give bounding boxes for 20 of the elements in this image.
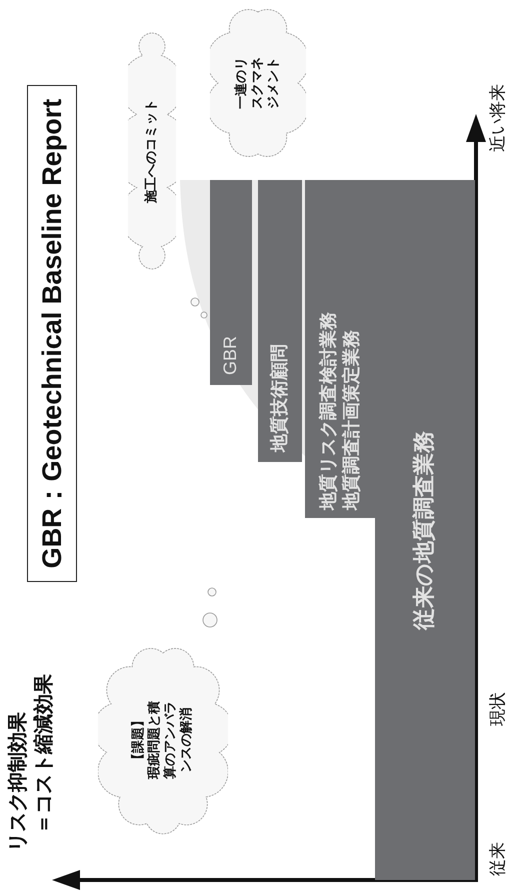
service-bar (210, 180, 252, 385)
bar-label: 地質リスク調査検討業務 (316, 311, 340, 510)
bar-label: 従来の地質調査業務 (410, 430, 438, 630)
service-bar (375, 180, 475, 880)
bar-label: 地質調査計画策定業務 (340, 329, 363, 510)
axis-label: リスク抑制効果 (4, 712, 30, 852)
cloud-text: 一連のリスクマネジメント (234, 56, 282, 111)
bar-label: 地質技術顧問 (268, 343, 292, 452)
cloud-text: 【課題】 (130, 714, 146, 766)
cloud-text: 施工へのコミット (144, 99, 160, 203)
thought-cloud (98, 645, 228, 835)
title-box: GBR：Geotechnical Baseline Report (27, 85, 77, 582)
axis-tick-label: 近い将来 (487, 84, 509, 152)
bar-label: GBR (219, 334, 242, 375)
axis-label: ＝コスト縮減効果 (30, 674, 56, 834)
cloud-text: 瑕疵問題と積算のアンバランスの解消 (146, 700, 196, 781)
service-bar (258, 180, 302, 462)
service-bar (305, 180, 375, 518)
axis-tick-label: 従来 (487, 842, 509, 876)
axis-tick-label: 現状 (487, 692, 509, 726)
